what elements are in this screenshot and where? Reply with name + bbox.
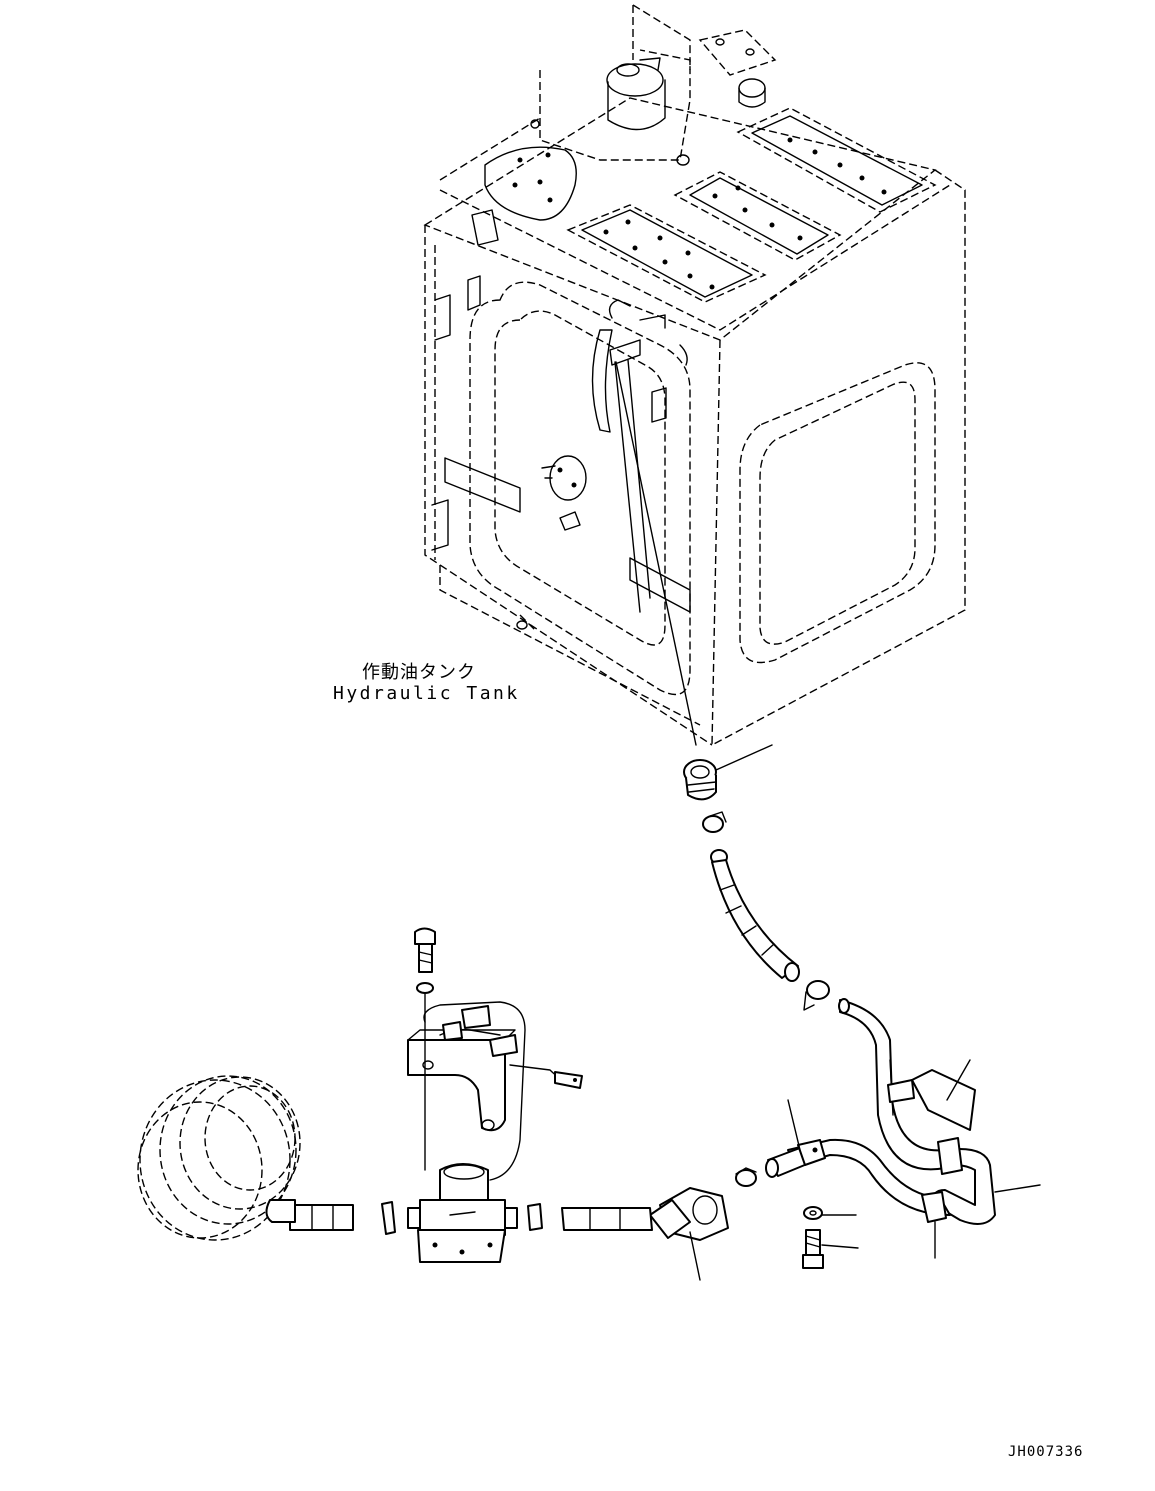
flange-adapter bbox=[649, 1187, 729, 1241]
hose-straight bbox=[561, 1207, 653, 1231]
tank-label-japanese: 作動油タンク bbox=[362, 662, 476, 683]
cover-plate-left bbox=[566, 204, 767, 303]
hose-short-left bbox=[289, 1204, 354, 1231]
pump-wiring bbox=[423, 1001, 583, 1181]
hose-suction bbox=[710, 849, 800, 982]
pipe-clamp-upper bbox=[887, 1069, 976, 1131]
washer bbox=[803, 1206, 823, 1220]
pipe-clamp-middle bbox=[937, 1137, 963, 1175]
suction-strainer-fitting bbox=[683, 744, 773, 801]
pipe-end-fitting bbox=[765, 1139, 826, 1178]
leader-tank-outlet bbox=[615, 361, 697, 746]
cover-plate-middle bbox=[673, 171, 842, 261]
pipe-clamp-lower bbox=[921, 1191, 947, 1223]
hose-clamp-middle bbox=[803, 980, 830, 1011]
fitting-right bbox=[527, 1203, 543, 1231]
leader-lines bbox=[689, 1059, 1041, 1281]
pump-washer bbox=[416, 982, 434, 994]
bolt bbox=[802, 1229, 824, 1269]
fuel-pump bbox=[407, 1163, 518, 1263]
cover-plate-right bbox=[736, 107, 937, 213]
tank-label-english: Hydraulic Tank bbox=[333, 683, 520, 704]
fitting-left bbox=[381, 1201, 396, 1235]
coiled-hose bbox=[137, 1075, 301, 1241]
hose-clamp-upper bbox=[702, 811, 727, 833]
pump-bolt bbox=[414, 927, 436, 973]
hydraulic-tank bbox=[423, 4, 966, 747]
hose-clamp-lower bbox=[735, 1167, 757, 1187]
drawing-number: JH007336 bbox=[1008, 1444, 1084, 1460]
